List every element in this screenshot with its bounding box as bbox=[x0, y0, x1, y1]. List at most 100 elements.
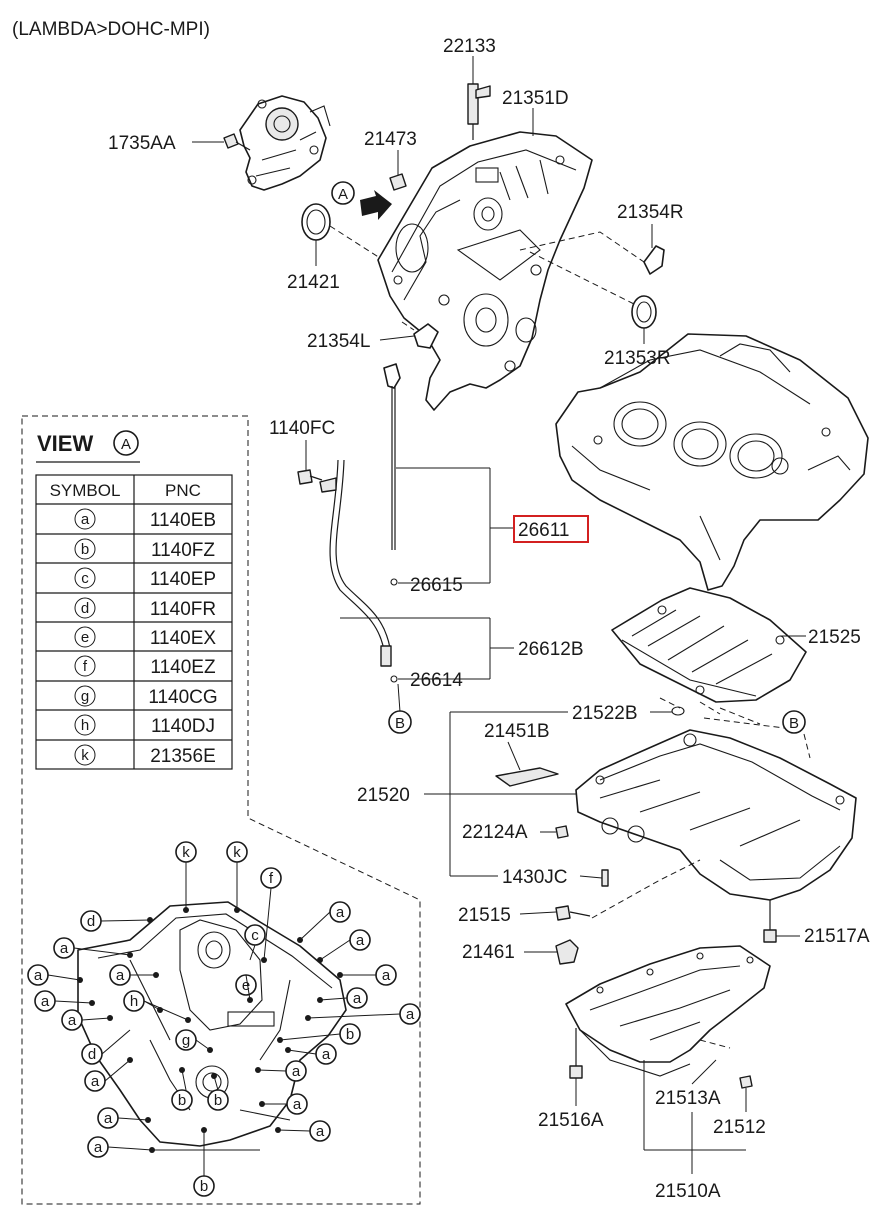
label-21517A[interactable]: 21517A bbox=[804, 926, 870, 947]
table-row-symbol: g bbox=[81, 688, 89, 705]
symbol-callout-a: a bbox=[53, 937, 75, 959]
table-row-pnc[interactable]: 21356E bbox=[150, 746, 216, 767]
highlight-box-26611 bbox=[513, 515, 589, 543]
label-22124A[interactable]: 22124A bbox=[462, 822, 528, 843]
bolt-21517A-drawing bbox=[763, 900, 777, 943]
cylinder-block-drawing bbox=[555, 333, 869, 591]
bolt-1735AA-drawing bbox=[223, 133, 251, 151]
symbol-callout-k: k bbox=[175, 841, 197, 863]
svg-text:b: b bbox=[346, 1026, 354, 1043]
table-header-symbol: SYMBOL bbox=[50, 481, 121, 500]
label-21354R[interactable]: 21354R bbox=[617, 202, 684, 223]
svg-text:B: B bbox=[789, 715, 799, 732]
label-26615[interactable]: 26615 bbox=[410, 575, 463, 596]
label-21351D[interactable]: 21351D bbox=[502, 88, 569, 109]
table-row-symbol: b bbox=[81, 541, 89, 558]
o-ring-26614-drawing bbox=[390, 675, 398, 683]
view-a-panel: VIEW A SYMBOL PNC a 1140EB b 1140FZ c 11… bbox=[21, 415, 421, 1205]
svg-text:a: a bbox=[60, 940, 69, 957]
table-row-pnc[interactable]: 1140FZ bbox=[151, 540, 215, 561]
timing-cover-front-view bbox=[77, 901, 347, 1147]
label-21525[interactable]: 21525 bbox=[808, 627, 861, 648]
symbol-callout-b: b bbox=[193, 1175, 215, 1197]
bolt-22124A-drawing bbox=[555, 825, 569, 839]
symbol-callout-d: d bbox=[80, 910, 102, 932]
label-21515[interactable]: 21515 bbox=[458, 905, 511, 926]
label-21451B[interactable]: 21451B bbox=[484, 721, 550, 742]
table-row-pnc[interactable]: 1140EX bbox=[150, 628, 217, 649]
lower-oil-pan-21510A-drawing bbox=[565, 945, 771, 1077]
symbol-callout-a: a bbox=[286, 1093, 308, 1115]
ladder-frame-21525-drawing bbox=[611, 587, 807, 703]
table-row-pnc[interactable]: 1140EZ bbox=[150, 657, 216, 678]
gasket-21522B-drawing bbox=[671, 706, 685, 716]
svg-text:a: a bbox=[94, 1139, 103, 1156]
svg-text:a: a bbox=[104, 1110, 113, 1127]
dipstick-tube-26612B-drawing bbox=[319, 459, 392, 667]
symbol-callout-a: a bbox=[329, 901, 351, 923]
svg-text:f: f bbox=[269, 870, 274, 887]
table-row-symbol: e bbox=[81, 629, 89, 646]
svg-text:c: c bbox=[251, 927, 259, 944]
label-26614[interactable]: 26614 bbox=[410, 670, 463, 691]
symbol-callout-b: b bbox=[339, 1023, 361, 1045]
baffle-21451B-drawing bbox=[495, 767, 559, 787]
symbol-callout-k: k bbox=[226, 841, 248, 863]
svg-text:a: a bbox=[293, 1096, 302, 1113]
symbol-callout-a: a bbox=[375, 964, 397, 986]
table-row-pnc[interactable]: 1140FR bbox=[150, 599, 216, 620]
svg-text:b: b bbox=[200, 1178, 208, 1195]
label-21522B[interactable]: 21522B bbox=[572, 703, 638, 724]
bolt-21515-drawing bbox=[555, 859, 701, 921]
label-21353R[interactable]: 21353R bbox=[604, 348, 671, 369]
upper-oil-pan-21520-drawing bbox=[575, 729, 857, 901]
label-21513A[interactable]: 21513A bbox=[655, 1088, 721, 1109]
label-21520[interactable]: 21520 bbox=[357, 785, 410, 806]
view-a-title: VIEW bbox=[37, 431, 93, 456]
label-21421[interactable]: 21421 bbox=[287, 272, 340, 293]
table-row-pnc[interactable]: 1140EB bbox=[150, 510, 216, 531]
svg-text:a: a bbox=[68, 1012, 77, 1029]
symbol-callout-a: a bbox=[109, 964, 131, 986]
svg-text:a: a bbox=[41, 993, 50, 1010]
label-21512[interactable]: 21512 bbox=[713, 1117, 766, 1138]
table-row-pnc[interactable]: 1140CG bbox=[148, 687, 217, 708]
symbol-callout-f: f bbox=[260, 867, 282, 889]
svg-text:k: k bbox=[182, 844, 190, 861]
svg-text:a: a bbox=[116, 967, 125, 984]
label-21354L[interactable]: 21354L bbox=[307, 331, 370, 352]
symbol-callout-a: a bbox=[285, 1060, 307, 1082]
symbol-callout-a: a bbox=[346, 987, 368, 1009]
table-row-pnc[interactable]: 1140EP bbox=[150, 569, 216, 590]
label-21510A[interactable]: 21510A bbox=[655, 1181, 721, 1202]
symbol-callout-b: b bbox=[171, 1089, 193, 1111]
symbol-callout-a: a bbox=[315, 1043, 337, 1065]
symbol-pnc-table: SYMBOL PNC a 1140EB b 1140FZ c 1140EP d … bbox=[35, 474, 233, 770]
symbol-callout-a: a bbox=[87, 1136, 109, 1158]
svg-text:a: a bbox=[316, 1123, 325, 1140]
pin-1430JC-drawing bbox=[601, 869, 609, 887]
view-a-arrow: A bbox=[331, 181, 392, 220]
table-header-pnc: PNC bbox=[165, 481, 201, 500]
table-row-symbol: h bbox=[81, 717, 89, 734]
label-1735AA[interactable]: 1735AA bbox=[108, 133, 176, 154]
svg-text:a: a bbox=[322, 1046, 331, 1063]
timing-cover-drawing bbox=[377, 131, 593, 411]
svg-text:d: d bbox=[88, 1046, 96, 1063]
svg-text:a: a bbox=[34, 967, 43, 984]
label-26611[interactable]: 26611 bbox=[518, 520, 569, 541]
label-1430JC[interactable]: 1430JC bbox=[502, 867, 568, 888]
table-row-pnc[interactable]: 1140DJ bbox=[151, 716, 215, 737]
symbol-callout-h: h bbox=[123, 990, 145, 1012]
label-21461[interactable]: 21461 bbox=[462, 942, 515, 963]
label-21473[interactable]: 21473 bbox=[364, 129, 417, 150]
svg-text:a: a bbox=[292, 1063, 301, 1080]
svg-text:B: B bbox=[395, 715, 405, 732]
label-26612B[interactable]: 26612B bbox=[518, 639, 584, 660]
table-row-symbol: f bbox=[83, 658, 88, 675]
label-1140FC[interactable]: 1140FC bbox=[269, 418, 335, 439]
label-21516A[interactable]: 21516A bbox=[538, 1110, 604, 1131]
gasket-21354R-drawing bbox=[519, 231, 665, 275]
svg-text:g: g bbox=[182, 1032, 190, 1049]
label-22133[interactable]: 22133 bbox=[443, 36, 496, 57]
